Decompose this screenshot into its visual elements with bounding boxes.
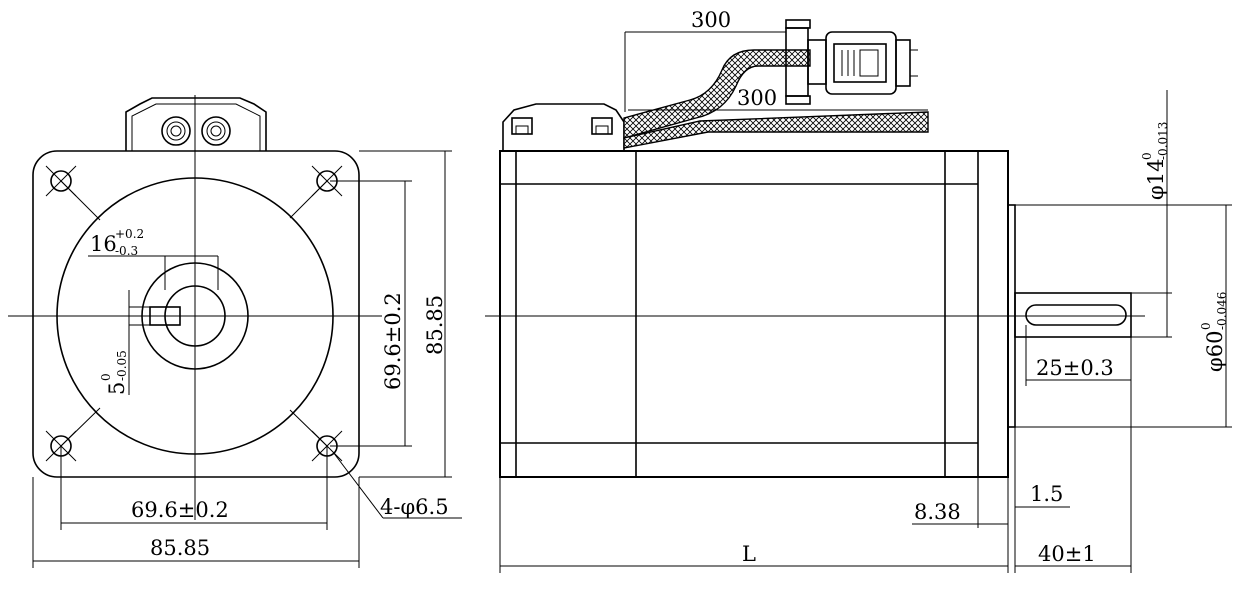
pilot-dia-upper-tol: 0 (1199, 322, 1213, 330)
bolt-pitch-vertical: 69.6±0.2 (381, 292, 405, 390)
cable-length-upper: 300 (691, 8, 731, 32)
shaft-dia-side-nominal: φ14 (1144, 159, 1168, 200)
shaft-dia-side-lower-tol: -0.013 (1156, 122, 1170, 160)
shaft-dia-upper-tol: +0.2 (115, 227, 144, 241)
cable-gland (502, 103, 625, 151)
side-view: 300 300 φ14 0 -0.013 φ60 0 -0.046 25±0.3 (485, 8, 1232, 573)
shaft-keyway (1025, 304, 1127, 326)
key-width-nominal: 5 (105, 382, 129, 395)
key-width-lower-tol: -0.05 (115, 350, 129, 381)
bolt-pitch-horizontal: 69.6±0.2 (131, 498, 229, 522)
cable-length-lower: 300 (737, 86, 777, 110)
body-length: L (742, 542, 756, 566)
key-width-upper-tol: 0 (99, 373, 113, 381)
dsub-connector (785, 19, 918, 105)
shaft-dia-nominal: 16 (90, 232, 117, 256)
pilot-dia-nominal: φ60 (1203, 331, 1227, 372)
shaft-dia-lower-tol: -0.3 (115, 244, 138, 258)
output-shaft (1014, 292, 1132, 338)
motor-body (499, 150, 1009, 478)
flange-outline (32, 150, 360, 478)
shaft-length: 40±1 (1038, 542, 1096, 566)
connector-block (125, 97, 267, 151)
flange-step: 1.5 (1030, 482, 1063, 506)
shaft-dia-side-upper-tol: 0 (1140, 152, 1154, 160)
flange-thickness: 8.38 (914, 500, 961, 524)
key-length: 25±0.3 (1036, 356, 1114, 380)
mounting-holes-label: 4-φ6.5 (380, 495, 449, 519)
pilot-dia-lower-tol: -0.046 (1215, 292, 1229, 330)
power-cable (623, 111, 929, 149)
flange-width: 85.85 (150, 536, 210, 560)
front-view: 16 +0.2 -0.3 5 0 -0.05 69.6±0.2 85.85 69… (8, 95, 462, 568)
flange-height: 85.85 (423, 295, 447, 355)
encoder-cable (623, 49, 811, 139)
